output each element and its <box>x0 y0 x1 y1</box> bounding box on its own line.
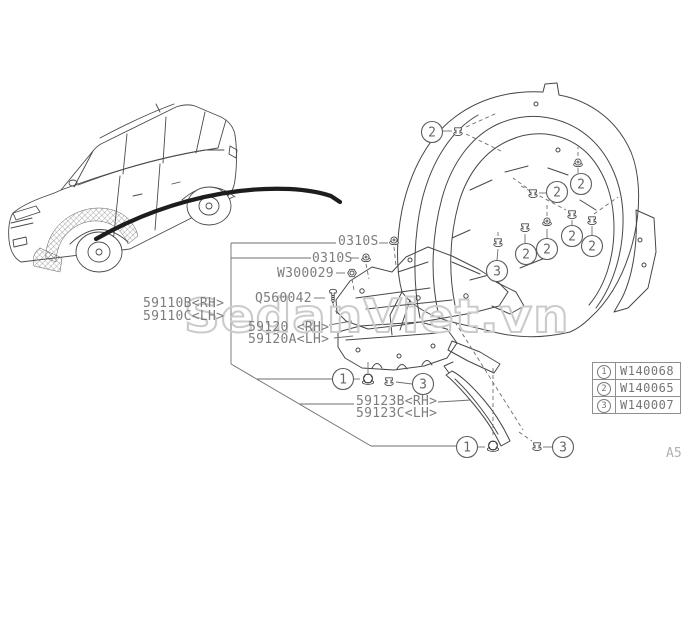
mudguard-strip-drawing <box>443 361 511 447</box>
screw-icon <box>361 253 371 263</box>
label-mudguard-lh: 59123C<LH> <box>356 406 438 421</box>
legend-marker-3: 3 <box>597 399 611 413</box>
svg-text:2: 2 <box>577 178 585 193</box>
callout-marker-2: 2 <box>514 242 538 266</box>
nut-icon <box>347 268 357 278</box>
label-screw-q560042: Q560042 <box>255 291 312 306</box>
hardware-legend-table: 1 W140068 2 W140065 3 W140007 <box>592 362 681 414</box>
legend-marker-1: 1 <box>597 365 611 379</box>
callout-marker-3: 3 <box>551 435 575 459</box>
callout-marker-2: 2 <box>545 180 569 204</box>
svg-text:2: 2 <box>568 230 576 245</box>
screw-icon <box>542 217 552 227</box>
legend-part-number: W140065 <box>615 379 681 397</box>
callout-marker-1: 1 <box>455 435 479 459</box>
bolt-icon <box>361 373 375 385</box>
clip-icon <box>453 127 463 137</box>
bolt-screw-icon <box>329 288 337 304</box>
label-nut-w300029: W300029 <box>277 266 334 281</box>
svg-text:1: 1 <box>463 441 471 456</box>
callout-marker-1: 1 <box>331 367 355 391</box>
callout-marker-3: 3 <box>411 372 435 396</box>
legend-part-number: W140068 <box>615 362 681 380</box>
svg-text:2: 2 <box>588 240 596 255</box>
label-screw-0310s-b: 0310S <box>312 251 353 266</box>
legend-marker-2: 2 <box>597 382 611 396</box>
svg-text:2: 2 <box>553 186 561 201</box>
pointer-swoosh <box>93 186 343 242</box>
callout-marker-2: 2 <box>569 172 593 196</box>
dashed-reference-lines <box>332 112 619 442</box>
clip-icon <box>384 377 394 387</box>
svg-text:2: 2 <box>522 248 530 263</box>
callout-marker-2: 2 <box>560 224 584 248</box>
clip-icon <box>528 189 538 199</box>
callout-marker-3: 3 <box>485 259 509 283</box>
label-screw-0310s-a: 0310S <box>338 234 379 249</box>
clip-icon <box>567 210 577 220</box>
callout-marker-2: 2 <box>420 120 444 144</box>
svg-text:2: 2 <box>428 126 436 141</box>
label-under-cover-rh: 59120 <RH> <box>248 320 330 335</box>
label-mudguard-rh: 59123B<RH> <box>356 394 438 409</box>
svg-text:3: 3 <box>493 265 501 280</box>
svg-text:3: 3 <box>559 441 567 456</box>
clip-icon <box>532 442 542 452</box>
under-cover-drawing <box>337 321 458 371</box>
clip-icon <box>520 223 530 233</box>
clip-icon <box>587 216 597 226</box>
svg-text:2: 2 <box>543 243 551 258</box>
screw-icon <box>573 158 583 168</box>
screw-icon <box>389 236 399 246</box>
callout-marker-2: 2 <box>580 234 604 258</box>
page-code: A5 <box>666 446 681 461</box>
leader-lines <box>230 130 593 448</box>
hatched-fender-area <box>33 207 139 273</box>
legend-row: 1 W140068 <box>592 362 681 380</box>
callout-marker-2: 2 <box>535 237 559 261</box>
label-fender-liner-lh: 59110C<LH> <box>143 309 225 324</box>
svg-text:1: 1 <box>339 373 347 388</box>
label-under-cover-lh: 59120A<LH> <box>248 332 330 347</box>
svg-text:3: 3 <box>419 378 427 393</box>
legend-part-number: W140007 <box>615 396 681 414</box>
bolt-icon <box>486 440 500 452</box>
label-fender-liner-rh: 59110B<RH> <box>143 296 225 311</box>
legend-row: 3 W140007 <box>592 396 681 414</box>
legend-row: 2 W140065 <box>592 379 681 397</box>
subframe-drawing <box>335 246 525 374</box>
clip-icon <box>493 238 503 248</box>
fender-liner-drawing <box>389 82 657 338</box>
car-illustration <box>8 103 238 273</box>
